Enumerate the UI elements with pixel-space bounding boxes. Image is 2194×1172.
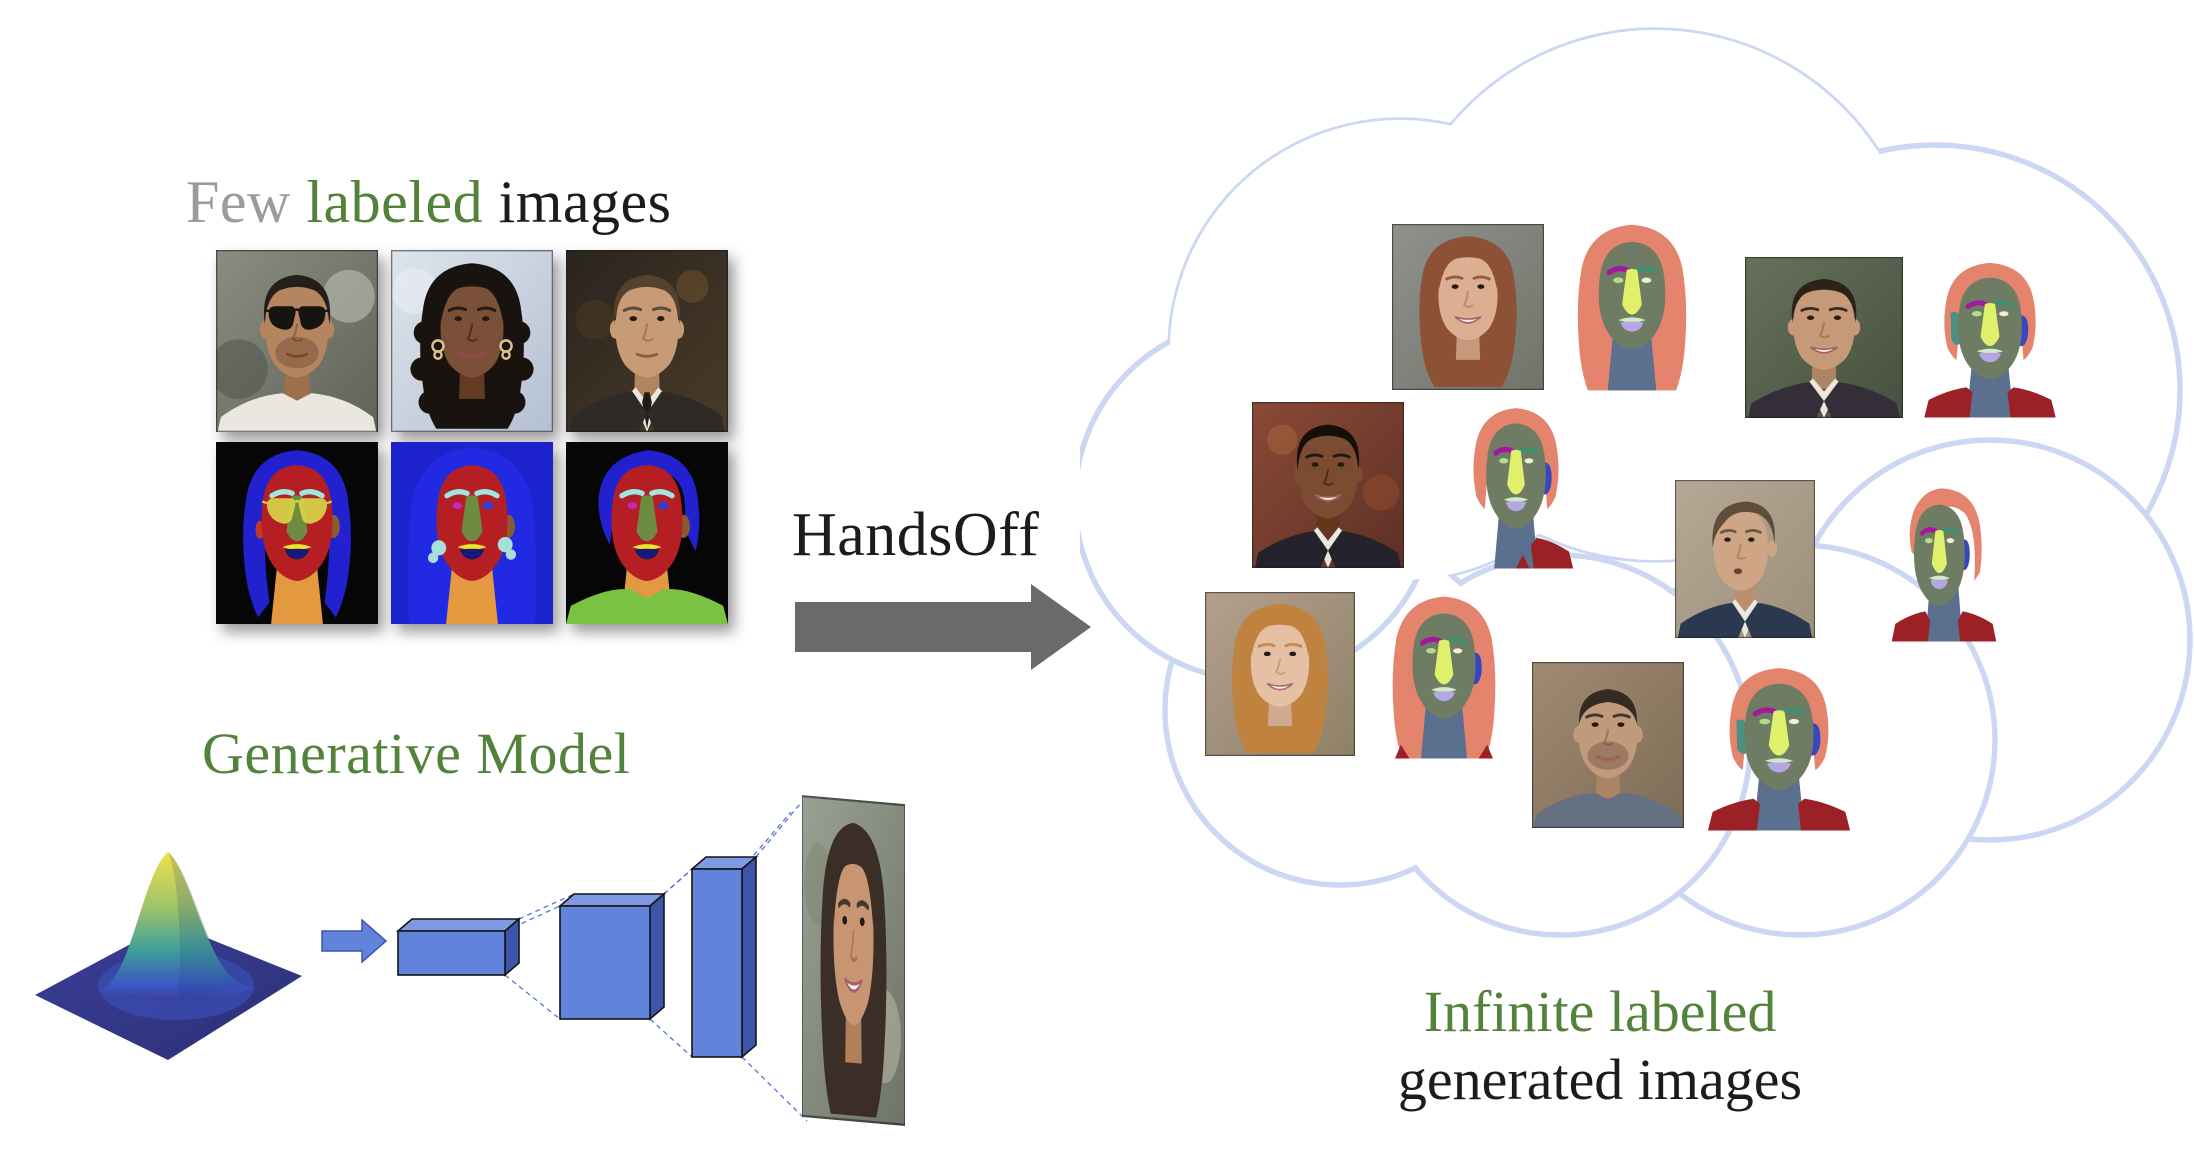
- generator-layer-box: [557, 892, 667, 1021]
- woman-curly-hair-photo: [391, 250, 553, 432]
- segmentation-mask-sunglasses-man-svg: [216, 442, 378, 624]
- caption-line-2: generated images: [1397, 1047, 1803, 1113]
- generated-sideways-man-mask: [1886, 481, 2002, 643]
- generated-grey-shirt-man-photo-svg: [1532, 662, 1684, 828]
- generated-suit-man-photo-svg: [1745, 257, 1903, 418]
- generator-layer-box: [689, 855, 759, 1059]
- title-word-images: images: [498, 169, 672, 235]
- man-in-suit-photo: [566, 250, 728, 432]
- cloud-caption: Infinite labeled generated images: [1280, 978, 1920, 1115]
- generated-redhead-woman-mask-svg: [1577, 224, 1687, 391]
- generated-blonde-woman-mask: [1372, 592, 1516, 760]
- generated-grey-shirt-man-mask: [1700, 662, 1858, 832]
- generated-grey-shirt-man-mask-svg: [1707, 668, 1851, 831]
- generated-redhead-woman-photo-svg: [1392, 224, 1544, 390]
- generated-sideways-man-mask-shapes: [1891, 488, 1997, 642]
- segmentation-mask-suit-man: [566, 442, 728, 624]
- segmentation-mask-curly-woman: [391, 442, 553, 624]
- generated-black-man-photo: [1252, 402, 1404, 568]
- latent-to-generator-arrow: [321, 918, 388, 964]
- segmentation-mask-suit-man-svg: [566, 442, 728, 624]
- generative-model-diagram: [35, 797, 808, 1122]
- segmentation-mask-sunglasses-man: [216, 442, 378, 624]
- generated-redhead-woman-mask: [1556, 220, 1708, 392]
- generated-grey-shirt-man-mask-shapes: [1707, 668, 1851, 831]
- caption-line-1: Infinite labeled: [1423, 979, 1777, 1044]
- title-word-few: Few: [186, 169, 291, 235]
- generated-black-man-mask-svg: [1473, 408, 1574, 569]
- generated-black-man-mask-shapes: [1473, 408, 1574, 569]
- generator-output-svg: [802, 795, 905, 1127]
- man-in-suit-photo-svg: [566, 250, 728, 432]
- segmentation-mask-curly-woman-svg: [391, 442, 553, 624]
- generated-redhead-woman-mask-shapes: [1577, 224, 1687, 391]
- gaussian-distribution: [35, 852, 302, 1060]
- man-with-sunglasses-photo-svg: [216, 250, 378, 432]
- generated-blonde-woman-mask-shapes: [1392, 596, 1496, 759]
- handsoff-arrow: [795, 584, 1091, 670]
- generated-blonde-woman-mask-svg: [1392, 596, 1496, 759]
- handsoff-label: HandsOff: [792, 501, 1040, 569]
- generated-sideways-man-photo: [1675, 480, 1815, 638]
- few-labeled-title: Few labeled images: [186, 168, 672, 237]
- generated-sideways-man-photo-svg: [1675, 480, 1815, 638]
- generated-woman-photo: [802, 795, 905, 1127]
- generated-sideways-man-mask-svg: [1891, 488, 1997, 642]
- generated-suit-man-mask-shapes: [1924, 262, 2056, 418]
- generated-suit-man-photo: [1745, 257, 1903, 418]
- generated-redhead-woman-photo: [1392, 224, 1544, 390]
- generator-layer-box: [395, 917, 522, 977]
- generated-black-man-mask: [1448, 402, 1584, 570]
- generated-black-man-photo-svg: [1252, 402, 1404, 568]
- man-with-sunglasses-photo: [216, 250, 378, 432]
- generative-model-label: Generative Model: [202, 721, 631, 786]
- generated-blonde-woman-photo-svg: [1205, 592, 1355, 756]
- generated-suit-man-mask: [1917, 257, 2063, 419]
- woman-curly-hair-photo-svg: [391, 250, 553, 432]
- title-word-labeled: labeled: [306, 169, 484, 235]
- generated-blonde-woman-photo: [1205, 592, 1355, 756]
- generated-suit-man-mask-svg: [1924, 262, 2056, 418]
- generated-grey-shirt-man-photo: [1532, 662, 1684, 828]
